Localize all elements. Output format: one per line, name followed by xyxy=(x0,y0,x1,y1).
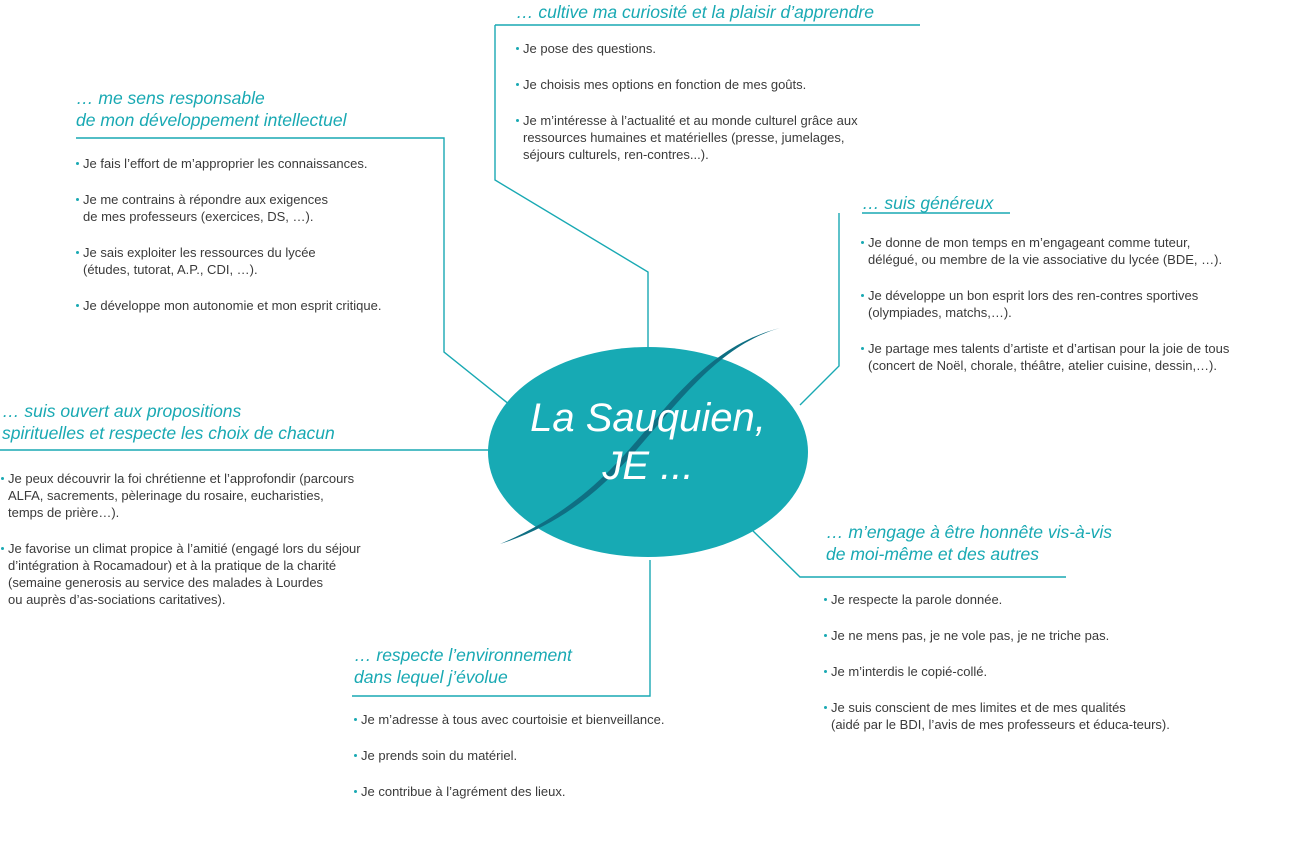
list-item: Je respecte la parole donnée. xyxy=(824,591,1170,608)
section-heading: … cultive ma curiosité et la plaisir d’a… xyxy=(516,1,874,23)
section-heading: … m’engage à être honnête vis-à-vis de m… xyxy=(826,521,1112,565)
heading-line: … m’engage à être honnête vis-à-vis xyxy=(826,522,1112,542)
connector-honnete xyxy=(751,529,1066,578)
section-heading: … me sens responsable de mon développeme… xyxy=(76,87,346,131)
heading-line: … suis généreux xyxy=(862,193,994,213)
connector-genereux-stem xyxy=(799,213,840,406)
list-responsable: Je fais l’effort de m’approprier les con… xyxy=(76,155,381,314)
list-item: Je ne mens pas, je ne vole pas, je ne tr… xyxy=(824,627,1170,644)
section-responsable: … me sens responsable de mon développeme… xyxy=(76,87,346,131)
list-item: Je suis conscient de mes limites et de m… xyxy=(824,699,1170,733)
list-environnement: Je m’adresse à tous avec courtoisie et b… xyxy=(354,711,665,800)
list-genereux: Je donne de mon temps en m’engageant com… xyxy=(861,234,1229,374)
list-item: Je contribue à l’agrément des lieux. xyxy=(354,783,665,800)
section-curiosite: … cultive ma curiosité et la plaisir d’a… xyxy=(516,1,874,23)
list-item: Je peux découvrir la foi chrétienne et l… xyxy=(1,470,361,521)
list-item: Je fais l’effort de m’approprier les con… xyxy=(76,155,381,172)
section-heading: … suis ouvert aux propositions spirituel… xyxy=(2,400,335,444)
section-ouvert: … suis ouvert aux propositions spirituel… xyxy=(2,400,335,444)
list-item: Je partage mes talents d’artiste et d’ar… xyxy=(861,340,1229,374)
list-honnete: Je respecte la parole donnée. Je ne mens… xyxy=(824,591,1170,733)
list-item: Je choisis mes options en fonction de me… xyxy=(516,76,858,93)
list-item: Je m’intéresse à l’actualité et au monde… xyxy=(516,112,858,163)
heading-line: … suis ouvert aux propositions xyxy=(2,401,242,421)
section-genereux: … suis généreux xyxy=(862,192,993,214)
list-item: Je me contrains à répondre aux exigences… xyxy=(76,191,381,225)
heading-line: spirituelles et respecte les choix de ch… xyxy=(2,423,335,443)
list-item: Je m’adresse à tous avec courtoisie et b… xyxy=(354,711,665,728)
list-item: Je prends soin du matériel. xyxy=(354,747,665,764)
connector-environnement xyxy=(352,560,651,697)
section-heading: … respecte l’environnement dans lequel j… xyxy=(354,644,572,688)
center-title: La Sauquien, JE ... xyxy=(488,394,808,490)
heading-line: … me sens responsable xyxy=(76,88,265,108)
heading-line: … respecte l’environnement xyxy=(354,645,572,665)
list-item: Je favorise un climat propice à l’amitié… xyxy=(1,540,361,608)
section-honnete: … m’engage à être honnête vis-à-vis de m… xyxy=(826,521,1112,565)
heading-line: de moi-même et des autres xyxy=(826,544,1040,564)
connector-curiosite-stem xyxy=(494,25,649,360)
list-item: Je sais exploiter les ressources du lycé… xyxy=(76,244,381,278)
center-title-line1: La Sauquien, xyxy=(530,396,766,440)
heading-line: dans lequel j’évolue xyxy=(354,667,508,687)
list-curiosite: Je pose des questions. Je choisis mes op… xyxy=(516,40,858,163)
connector-lines xyxy=(0,24,1066,697)
list-item: Je développe un bon esprit lors des ren-… xyxy=(861,287,1229,321)
list-item: Je développe mon autonomie et mon esprit… xyxy=(76,297,381,314)
center-title-line2: JE ... xyxy=(602,444,694,488)
center-ellipse xyxy=(488,347,808,557)
heading-line: de mon développement intellectuel xyxy=(76,110,347,130)
list-item: Je donne de mon temps en m’engageant com… xyxy=(861,234,1229,268)
section-heading: … suis généreux xyxy=(862,192,993,214)
heading-line: … cultive ma curiosité et la plaisir d’a… xyxy=(516,2,874,22)
list-ouvert: Je peux découvrir la foi chrétienne et l… xyxy=(1,470,361,608)
list-item: Je m’interdis le copié-collé. xyxy=(824,663,1170,680)
section-environnement: … respecte l’environnement dans lequel j… xyxy=(354,644,572,688)
list-item: Je pose des questions. xyxy=(516,40,858,57)
connector-responsable xyxy=(76,137,511,406)
